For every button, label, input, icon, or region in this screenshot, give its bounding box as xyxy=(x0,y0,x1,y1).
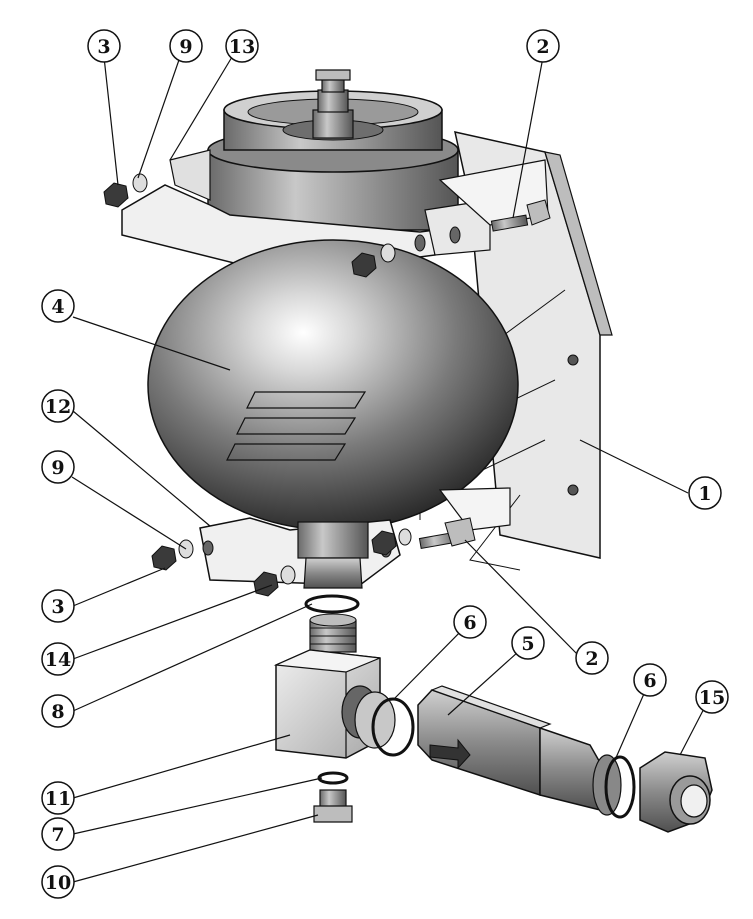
svg-text:10: 10 xyxy=(45,872,71,894)
callout-7: 7 xyxy=(41,817,75,851)
svg-text:3: 3 xyxy=(97,36,110,58)
bolt-lower xyxy=(418,517,476,549)
callout-12: 12 xyxy=(41,389,75,423)
threaded-nipple xyxy=(309,613,357,653)
callout-14: 14 xyxy=(41,642,75,676)
sphere-neck-fitting xyxy=(297,521,369,589)
callout-1: 1 xyxy=(688,476,722,510)
callout-6-left: 6 xyxy=(453,605,487,639)
adapter-fitting xyxy=(639,751,713,833)
callout-3-bottom: 3 xyxy=(41,589,75,623)
nut-washer-lower-right xyxy=(371,528,412,556)
callout-2-bottom: 2 xyxy=(575,641,609,675)
svg-text:15: 15 xyxy=(699,687,725,709)
o-ring-7 xyxy=(317,771,349,785)
callout-8: 8 xyxy=(41,694,75,728)
svg-text:3: 3 xyxy=(51,596,64,618)
callout-10: 10 xyxy=(41,865,75,899)
callout-5: 5 xyxy=(511,626,545,660)
callout-2-top: 2 xyxy=(526,29,560,63)
svg-text:1: 1 xyxy=(698,483,711,505)
svg-text:6: 6 xyxy=(643,670,656,692)
svg-text:9: 9 xyxy=(179,36,192,58)
callout-11: 11 xyxy=(41,781,75,815)
svg-text:6: 6 xyxy=(463,612,476,634)
callout-13: 13 xyxy=(225,29,259,63)
callout-9-bottom: 9 xyxy=(41,450,75,484)
svg-text:13: 13 xyxy=(229,36,255,58)
tee-block xyxy=(273,649,415,759)
check-valve xyxy=(417,685,636,819)
leader-lines xyxy=(66,56,711,883)
svg-text:7: 7 xyxy=(51,824,64,846)
svg-text:5: 5 xyxy=(521,633,534,655)
callout-9-top: 9 xyxy=(169,29,203,63)
bottom-plug xyxy=(313,789,353,823)
bolt-upper xyxy=(490,199,551,232)
charging-valve xyxy=(312,69,354,139)
callout-15: 15 xyxy=(695,680,729,714)
svg-text:4: 4 xyxy=(51,296,64,318)
svg-text:14: 14 xyxy=(45,649,71,671)
o-ring-8 xyxy=(304,594,360,614)
callout-6-right: 6 xyxy=(633,663,667,697)
svg-text:11: 11 xyxy=(45,788,71,810)
svg-text:9: 9 xyxy=(51,457,64,479)
svg-text:2: 2 xyxy=(536,36,549,58)
nut-washer-upper-left xyxy=(103,173,148,208)
svg-text:2: 2 xyxy=(585,648,598,670)
callout-3-top: 3 xyxy=(87,29,121,63)
nut-washer-upper-mid xyxy=(351,243,396,278)
svg-text:8: 8 xyxy=(51,701,64,723)
callout-4: 4 xyxy=(41,289,75,323)
nut-washer-lower-left xyxy=(151,539,194,571)
svg-text:12: 12 xyxy=(45,396,71,418)
accumulator-sphere xyxy=(147,239,519,531)
